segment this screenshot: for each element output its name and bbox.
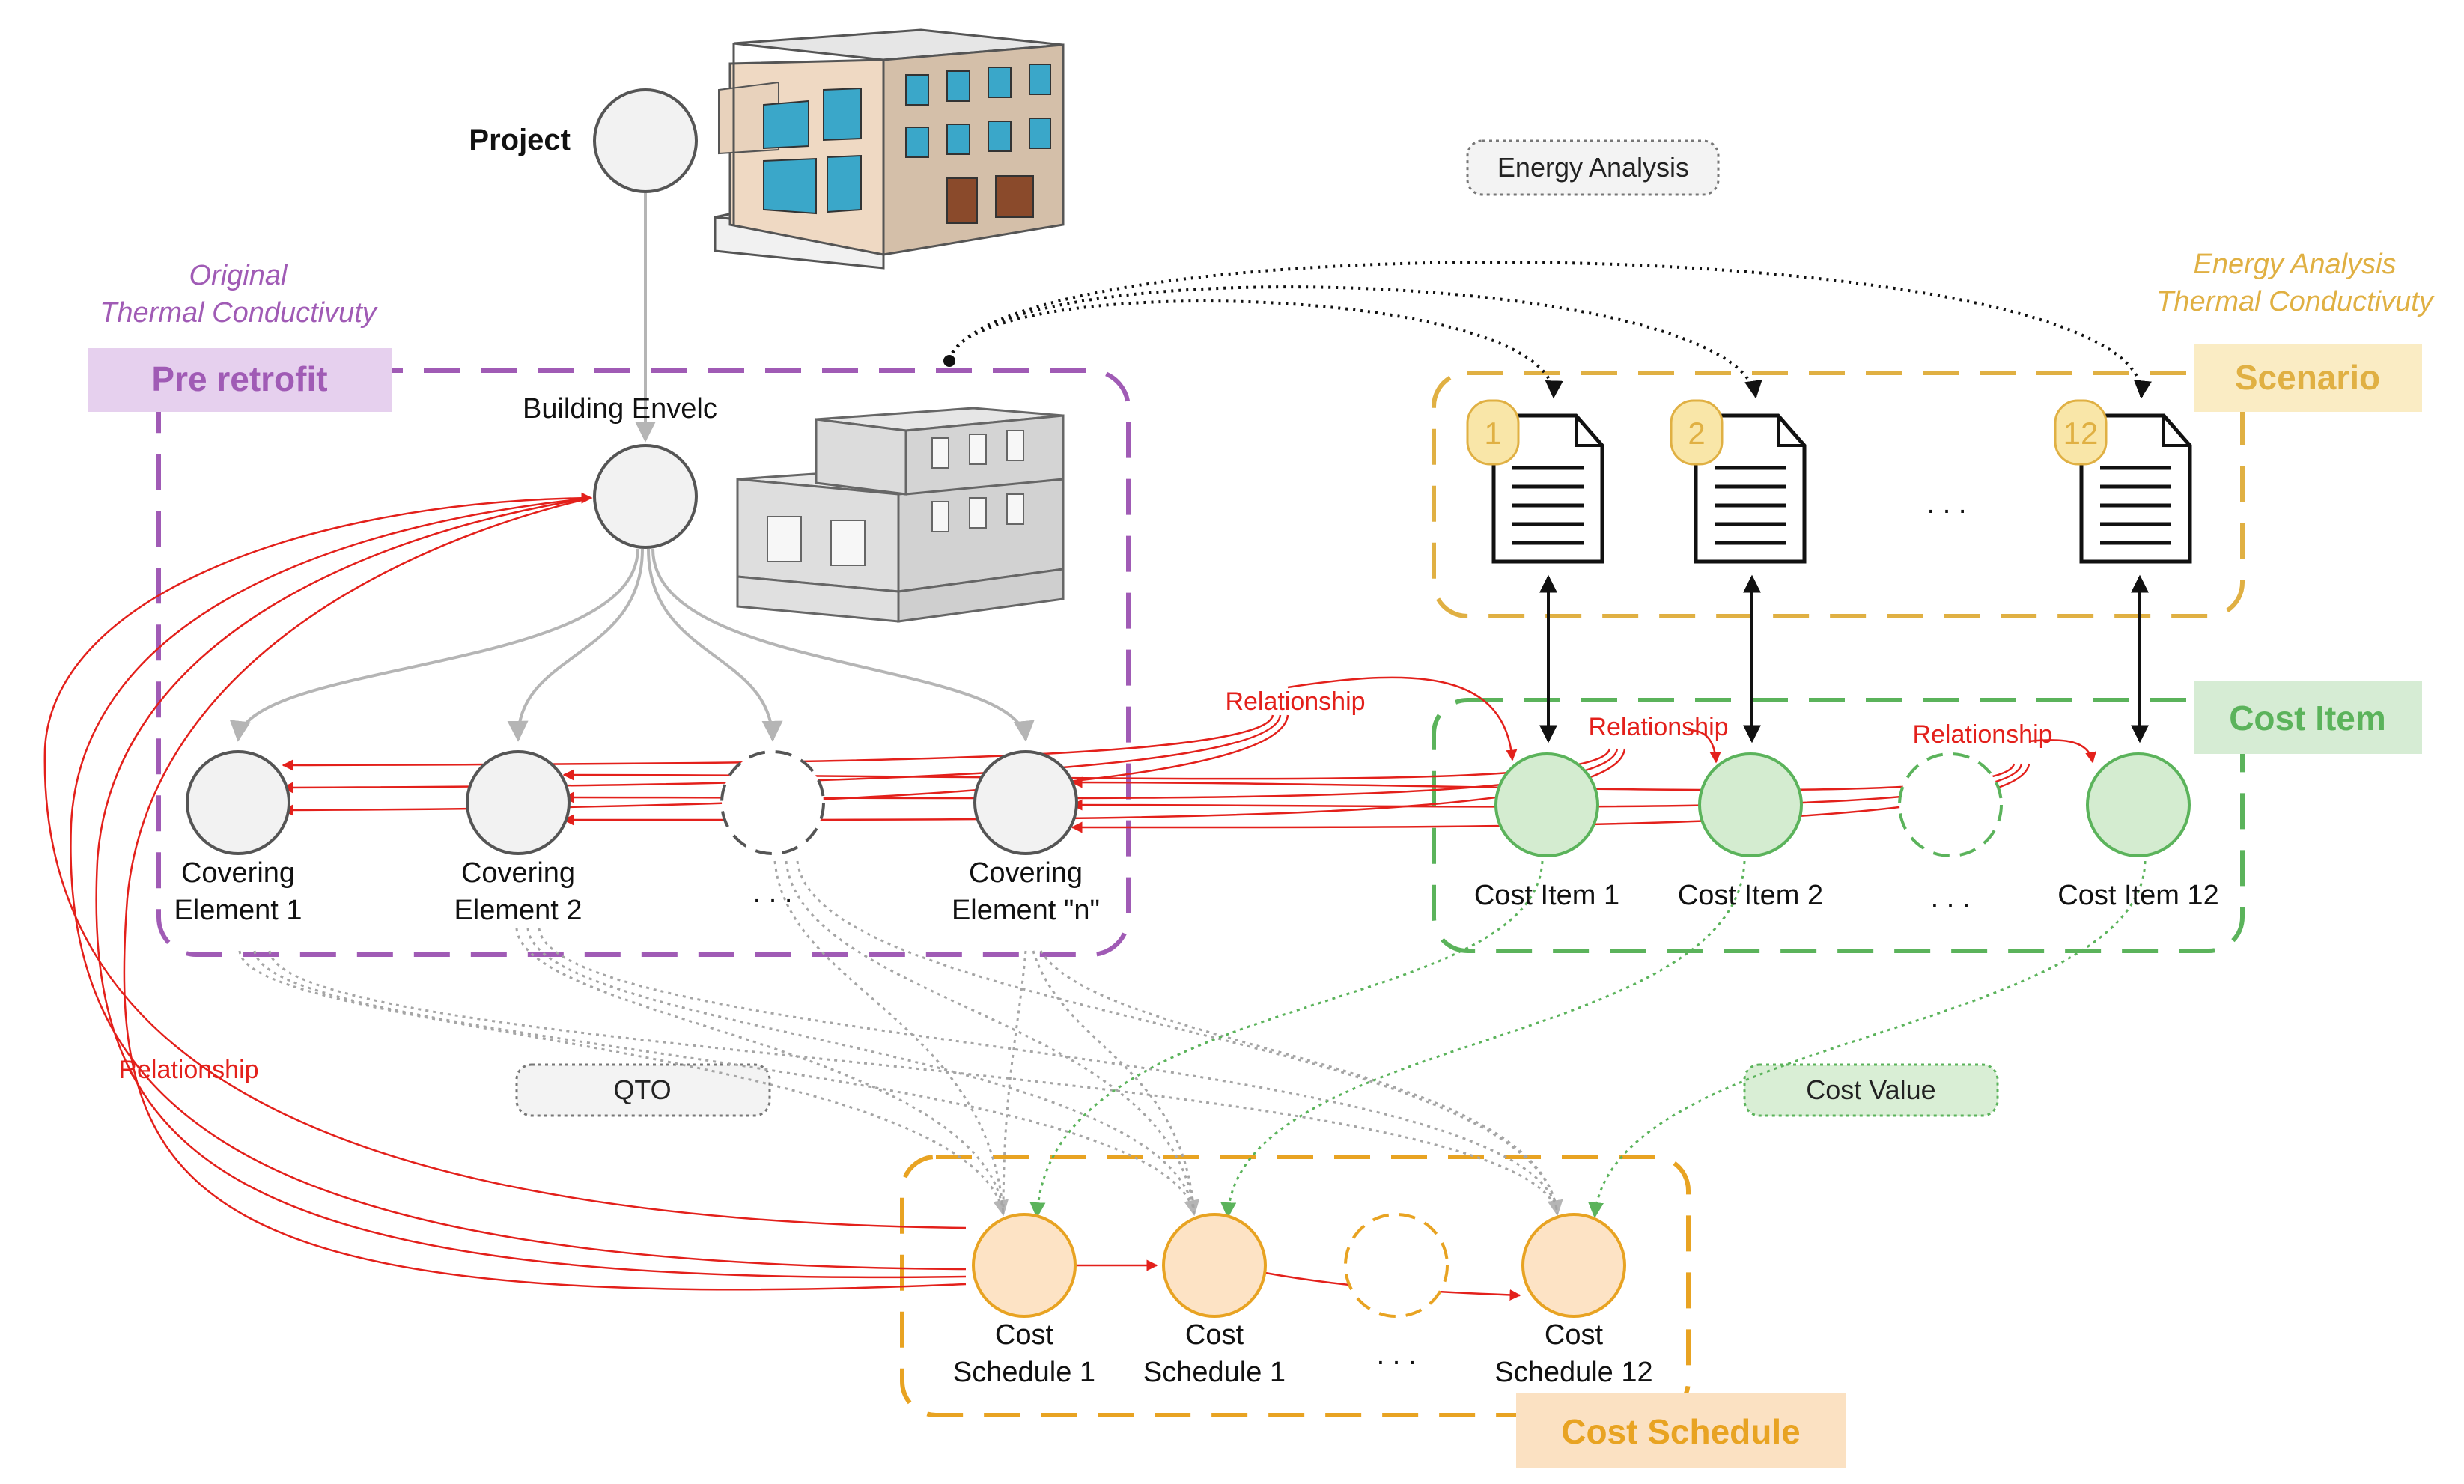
scenario-tag	[2194, 344, 2422, 412]
cost-schedule-ellipsis: . . .	[1377, 1339, 1417, 1371]
energy-analysis-pill	[1466, 139, 1720, 196]
covering-element-ellipsis: . . .	[753, 878, 793, 909]
cost-schedule-tag	[1516, 1393, 1846, 1468]
relationship-edges-long	[43, 492, 1521, 1301]
cost-schedule-1-label-line2: Schedule 1	[953, 1357, 1095, 1388]
cost-schedule-12-label-line2: Schedule 12	[1494, 1357, 1652, 1388]
cost-item-tag	[2194, 681, 2422, 754]
building-envelope-label: Building Envelc	[523, 393, 717, 425]
scenario-document-1[interactable]: 1	[1466, 399, 1604, 564]
cost-item-12-node[interactable]	[2086, 752, 2191, 857]
scenario-badge-2	[1670, 399, 1724, 466]
envelope-to-covering-edges	[229, 548, 1035, 742]
cost-item-1-label: Cost Item 1	[1474, 880, 1619, 911]
covering-element-2-node[interactable]	[466, 750, 571, 855]
relationship-label-4: Relationship	[118, 1056, 258, 1084]
building-envelope-model-icon	[736, 407, 1065, 623]
covering-element-1-label-line2: Element 1	[174, 895, 302, 926]
building-envelope-node[interactable]	[593, 444, 698, 549]
cost-schedule-1-label-line1: Cost	[995, 1319, 1054, 1351]
scenario-badge-1-label: 1	[1484, 416, 1501, 451]
covering-element-2-label-line1: Covering	[461, 857, 575, 889]
scenario-document-2[interactable]: 2	[1670, 399, 1807, 564]
cost-item-12-label: Cost Item 12	[2057, 880, 2218, 911]
scenario-group-box	[1432, 371, 2245, 618]
scenario-badge-2-label: 2	[1688, 416, 1705, 451]
covering-element-placeholder-node	[720, 750, 825, 855]
cost-schedule-2-label-line1: Cost	[1185, 1319, 1244, 1351]
cost-item-1-node[interactable]	[1494, 752, 1599, 857]
cost-item-ellipsis: . . .	[1931, 883, 1971, 914]
cost-item-2-node[interactable]	[1698, 752, 1803, 857]
cost-item-2-label: Cost Item 2	[1678, 880, 1823, 911]
cost-schedule-2-label-line2: Schedule 1	[1143, 1357, 1286, 1388]
pre-retrofit-group-box	[156, 368, 1131, 957]
scenario-tag-label: Scenario	[2235, 358, 2380, 397]
cost-schedule-tag-label: Cost Schedule	[1561, 1412, 1801, 1451]
cost-schedule-12-label-line1: Cost	[1545, 1319, 1604, 1351]
covering-element-1-label-line1: Covering	[181, 857, 295, 889]
original-label: Original	[189, 260, 288, 291]
energy-analysis-pill-label: Energy Analysis	[1497, 152, 1689, 183]
energy-analysis-origin-dot	[943, 355, 955, 367]
cost-item-placeholder-node	[1898, 752, 2003, 857]
scenario-badge-1	[1466, 399, 1520, 466]
scenario-ellipsis: . . .	[1927, 488, 1967, 520]
covering-element-n-label-line2: Element "n"	[952, 895, 1100, 926]
scenario-badge-12-label: 12	[2063, 416, 2099, 451]
project-label: Project	[469, 124, 571, 156]
covering-element-n-label-line1: Covering	[969, 857, 1083, 889]
scenario-badge-12	[2054, 399, 2108, 466]
cost-schedule-2-node[interactable]	[1162, 1213, 1267, 1318]
relationship-label-2: Relationship	[1588, 713, 1728, 741]
project-node[interactable]	[593, 88, 698, 193]
energy-analysis-edges	[948, 261, 2152, 399]
thermal-conductivity-left-label: Thermal Conductivuty	[100, 297, 378, 329]
cost-schedule-placeholder-node	[1344, 1213, 1449, 1318]
pre-retrofit-tag	[88, 348, 392, 412]
qto-edges	[238, 860, 1563, 1217]
cost-value-pill	[1743, 1063, 1999, 1117]
cost-value-pill-label: Cost Value	[1806, 1074, 1935, 1105]
cost-item-tag-label: Cost Item	[2229, 699, 2386, 738]
cost-value-edges	[1029, 860, 2147, 1219]
cost-schedule-1-node[interactable]	[972, 1213, 1077, 1318]
scenario-cost-item-links	[1539, 574, 2149, 743]
pre-retrofit-tag-label: Pre retrofit	[151, 359, 327, 398]
scenario-document-12[interactable]: 12	[2054, 399, 2192, 564]
covering-element-1-node[interactable]	[186, 750, 290, 855]
relationship-label-3: Relationship	[1912, 720, 2052, 749]
covering-element-n-node[interactable]	[973, 750, 1078, 855]
qto-pill-label: QTO	[613, 1074, 671, 1105]
relationship-label-1: Relationship	[1225, 687, 1365, 716]
cost-schedule-12-node[interactable]	[1521, 1213, 1626, 1318]
covering-element-2-label-line2: Element 2	[454, 895, 582, 926]
cost-item-group-box	[1432, 698, 2245, 953]
qto-pill	[515, 1063, 771, 1117]
energy-analysis-title: Energy Analysis	[2193, 249, 2396, 280]
building-model-icon	[714, 28, 1065, 270]
thermal-conductivity-right-label: Thermal Conductivuty	[2156, 286, 2435, 317]
